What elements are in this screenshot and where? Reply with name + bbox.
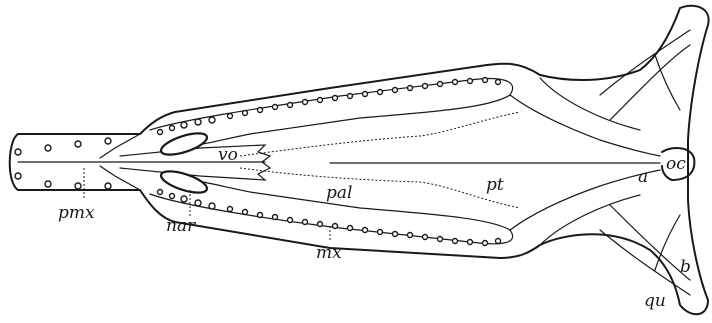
- skull-outline: [10, 6, 709, 314]
- premaxillary-teeth: [15, 138, 111, 189]
- quadrate-upper: [600, 30, 690, 120]
- label-qu: qu: [644, 291, 666, 311]
- midline-suture: [18, 162, 660, 163]
- label-pt: pt: [486, 175, 504, 195]
- palatine-border: [240, 112, 520, 208]
- label-b: b: [680, 257, 691, 277]
- label-a: a: [638, 167, 648, 187]
- nostril-lower: [159, 167, 210, 197]
- label-vo: vo: [218, 145, 238, 165]
- quadrate-lower: [600, 205, 690, 295]
- label-nar: nar: [166, 216, 196, 236]
- pterygoid-upper: [510, 78, 660, 156]
- nostril-upper: [159, 129, 210, 159]
- label-oc: oc: [666, 154, 686, 174]
- label-pmx: pmx: [58, 203, 95, 223]
- label-mx: mx: [316, 243, 342, 263]
- label-pal: pal: [326, 183, 352, 203]
